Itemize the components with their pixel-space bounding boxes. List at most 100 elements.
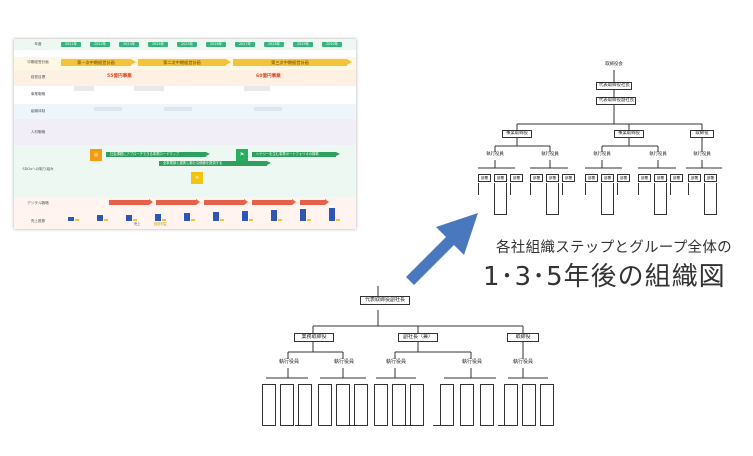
org-officer: 執行役員 xyxy=(278,359,299,365)
org-dept-column xyxy=(670,183,683,195)
row-label: デジタル戦略 xyxy=(27,201,49,205)
org-dept: 部署 xyxy=(530,174,543,182)
org-dept: 部署 xyxy=(704,174,717,182)
org-dept-column xyxy=(585,183,598,195)
org-dept-box xyxy=(522,384,536,426)
row-label: 中期経営計画 xyxy=(27,60,49,64)
org-top-lines xyxy=(470,60,730,220)
org-dept: 部署 xyxy=(494,174,507,182)
org-officer: 執行役員 xyxy=(541,152,559,157)
roadmap-thumbnail: 年度 中期経営計画 経営目標 事業戦略 組織体制 人材戦略 SDGsへの取り組み… xyxy=(14,39,356,229)
row-label: 売上推移 xyxy=(30,219,46,223)
org-dept: 部署 xyxy=(688,174,701,182)
sdg-icon: ◎ xyxy=(90,149,102,161)
blue-arrow-icon xyxy=(406,213,478,285)
org-officer: 執行役員 xyxy=(593,152,611,157)
org-dept-box xyxy=(392,384,406,426)
sales-bar xyxy=(329,208,335,221)
row-label: 人材戦略 xyxy=(30,130,46,134)
org-dept: 部署 xyxy=(617,174,630,182)
org-head: 副社長（兼） xyxy=(398,333,438,342)
profit-bar xyxy=(191,219,195,221)
row-label: 経営目標 xyxy=(30,75,46,79)
year-tab: 2023年 xyxy=(119,42,139,47)
org-dept-gap-line xyxy=(406,425,414,426)
org-dept-box xyxy=(374,384,388,426)
sdgs-arrow-1: 社会課題にアプローチできる事業ロードマップ xyxy=(106,152,210,157)
org-dept: 部署 xyxy=(562,174,575,182)
year-tab: 2026年 xyxy=(206,42,226,47)
org-officer: 執行役員 xyxy=(512,359,533,365)
subyear-band xyxy=(14,50,356,57)
goal-band xyxy=(14,70,356,86)
sales-bar xyxy=(300,209,306,221)
profit-bar xyxy=(307,219,311,221)
org-officer: 執行役員 xyxy=(649,152,667,157)
org-dept-column xyxy=(601,183,614,215)
sales-bar xyxy=(271,210,277,221)
row-label: 組織体制 xyxy=(30,109,46,113)
org-dept-box xyxy=(280,384,294,426)
cell-placeholder xyxy=(94,107,122,111)
sales-bar xyxy=(68,217,74,221)
org-dept-gap-line xyxy=(433,425,441,426)
org-dept-column xyxy=(704,183,717,215)
org-head: 取締役 xyxy=(507,333,539,342)
sales-bar xyxy=(242,211,248,221)
legend-sales: 売上 xyxy=(134,222,141,226)
org-dept-box xyxy=(504,384,518,426)
year-tab: 2024年 xyxy=(148,42,168,47)
org-dept: 部署 xyxy=(670,174,683,182)
org-officer: 執行役員 xyxy=(461,359,482,365)
org-head: 業務取締役 xyxy=(294,333,334,342)
year-tab: 2025年 xyxy=(177,42,197,47)
org-dept-column xyxy=(510,183,523,195)
profit-bar xyxy=(75,219,79,221)
goal-1: 55億円事業 xyxy=(107,74,132,79)
year-tab: 2021年 xyxy=(61,42,81,47)
org-board: 取締役会 xyxy=(605,62,623,67)
digital-arrow xyxy=(109,199,153,205)
cell-placeholder xyxy=(134,86,164,91)
org-dept-box xyxy=(262,384,276,426)
org-ceo: 代表取締役副社長 xyxy=(360,296,410,305)
org-dept-box xyxy=(298,384,312,426)
org-dept-box xyxy=(318,384,332,426)
profit-bar xyxy=(104,219,108,221)
org-dept: 部署 xyxy=(601,174,614,182)
year-tab: 2030年 xyxy=(322,42,342,47)
org-dept-column xyxy=(530,183,543,195)
org-dept: 部署 xyxy=(585,174,598,182)
org-dept-box xyxy=(336,384,350,426)
sales-bar xyxy=(126,215,132,221)
org-dept-gap-line xyxy=(350,425,358,426)
sales-bar xyxy=(184,213,190,221)
org-head: 取締役 xyxy=(690,130,714,138)
org-head: 事業取締役 xyxy=(614,130,644,138)
row-label: 事業戦略 xyxy=(30,92,46,96)
org-dept-column xyxy=(546,183,559,215)
org-officer: 執行役員 xyxy=(333,359,354,365)
sdg-icon: ☀ xyxy=(191,172,203,184)
org-dept: 部署 xyxy=(510,174,523,182)
org-dept-box xyxy=(410,384,424,426)
hr-band xyxy=(14,119,356,145)
org-head: 事業取締役 xyxy=(502,130,532,138)
org-dept: 部署 xyxy=(654,174,667,182)
org-dept: 部署 xyxy=(546,174,559,182)
year-tab: 2027年 xyxy=(235,42,255,47)
org-dept-box xyxy=(460,384,474,426)
sales-bars xyxy=(60,207,350,227)
goal-2: 60億円事業 xyxy=(256,74,281,79)
legend-profit: 経常利益 xyxy=(154,222,167,226)
plan-banner-3: 第三次中期経営計画 xyxy=(233,59,352,66)
org-officer: 執行役員 xyxy=(486,152,504,157)
profit-bar xyxy=(278,219,282,221)
cell-placeholder xyxy=(254,107,282,111)
org-dept: 部署 xyxy=(478,174,491,182)
cell-placeholder xyxy=(244,86,270,91)
caption-subtitle: 各社組織ステップとグループ全体の xyxy=(496,240,732,256)
profit-bar xyxy=(133,219,137,221)
org-dept-box xyxy=(480,384,494,426)
org-bottom-lines xyxy=(258,286,558,456)
